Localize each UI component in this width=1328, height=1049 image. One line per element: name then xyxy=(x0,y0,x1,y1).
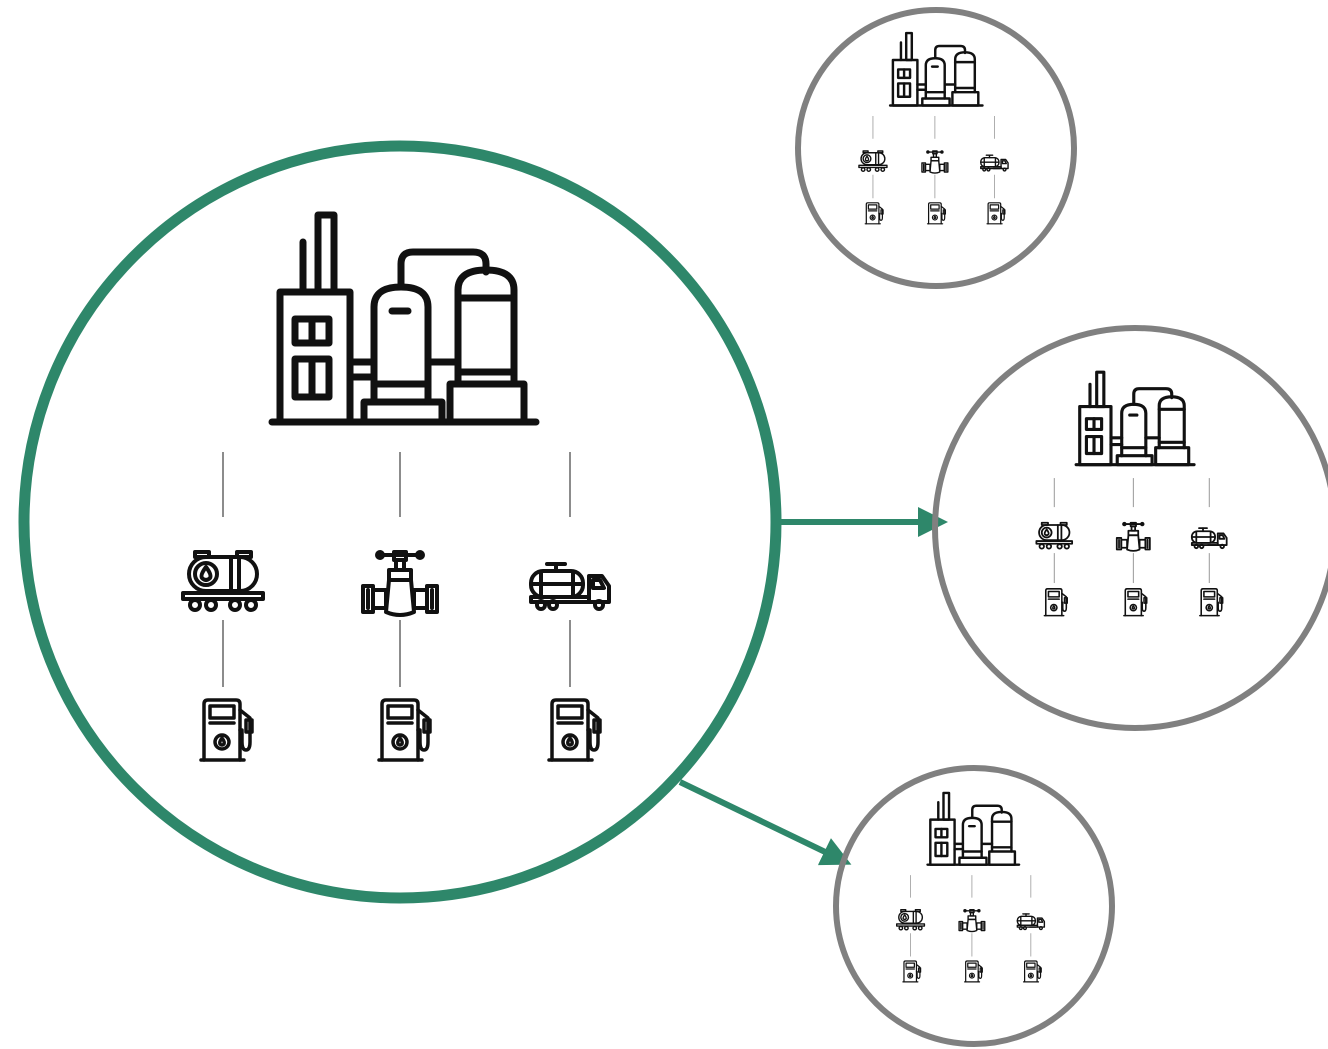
middle-right-cluster-ring xyxy=(932,325,1328,731)
bottom-right-cluster-icons xyxy=(897,793,1045,982)
top-right-cluster-icons xyxy=(859,33,1008,224)
main-cluster xyxy=(18,140,782,904)
arrow-to-bottom-cluster xyxy=(678,779,852,866)
top-right-cluster-ring xyxy=(795,7,1077,289)
bottom-right-cluster-ring xyxy=(833,765,1115,1047)
main-cluster-ring xyxy=(18,140,782,904)
middle-right-cluster-icons xyxy=(1036,372,1226,615)
top-right-cluster xyxy=(795,7,1077,289)
main-cluster-icons xyxy=(183,215,609,760)
bottom-right-cluster xyxy=(833,765,1115,1047)
middle-right-cluster xyxy=(932,325,1328,731)
